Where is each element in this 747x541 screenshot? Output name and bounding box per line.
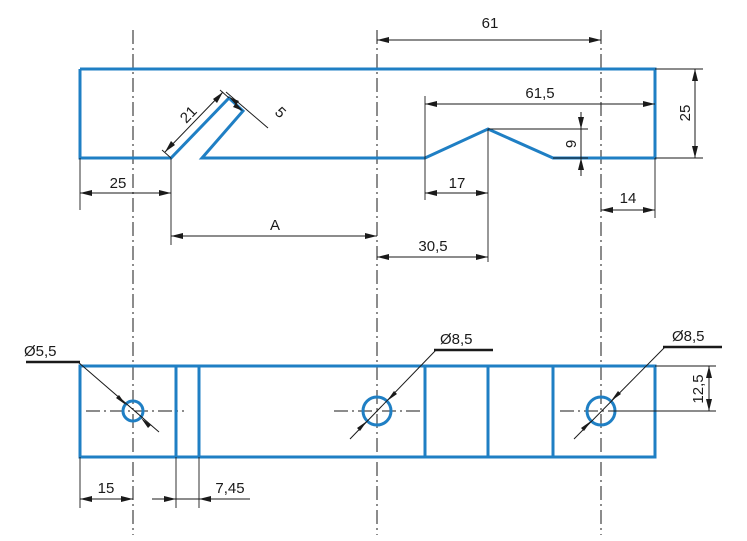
dim-61-label: 61 bbox=[482, 15, 499, 32]
dim-61-5-arrow-left bbox=[425, 101, 437, 107]
dim-30-5-arrow-right bbox=[476, 254, 488, 260]
dim-25-height-arrow-top bbox=[692, 69, 698, 81]
top-view-dimensions: 61 61,5 25 21 5 9 bbox=[79, 15, 703, 262]
dim-21-label: 21 bbox=[177, 103, 201, 127]
dim-7-45-label: 7,45 bbox=[215, 480, 244, 497]
dim-9-arrow-bottom bbox=[578, 158, 584, 170]
callout-right-arrow-a bbox=[611, 391, 621, 401]
dim-5-arrow-b bbox=[233, 103, 243, 111]
dim-12-5-arrow-bottom bbox=[706, 399, 712, 411]
dim-21-arrow-a bbox=[165, 141, 175, 152]
dim-21-ext-b bbox=[219, 89, 230, 99]
dim-7-45-arrow-right bbox=[199, 496, 211, 502]
dim-21-ext-a bbox=[161, 149, 172, 159]
dim-61-arrow-left bbox=[377, 37, 389, 43]
callout-middle-arrow-a bbox=[387, 391, 397, 401]
bottom-view-dimensions: 12,5 15 7,45 bbox=[79, 365, 716, 508]
callout-middle-label: Ø8,5 bbox=[440, 331, 473, 348]
dim-15-arrow-right bbox=[121, 496, 133, 502]
dim-25-left-label: 25 bbox=[110, 175, 127, 192]
dim-61-5-label: 61,5 bbox=[525, 85, 554, 102]
dim-30-5-arrow-left bbox=[377, 254, 389, 260]
callout-left-arrow-b bbox=[141, 418, 151, 428]
top-view-outline bbox=[78, 67, 657, 160]
dim-30-5-label: 30,5 bbox=[418, 238, 447, 255]
dim-14-arrow-right bbox=[643, 207, 655, 213]
dim-7-45-arrow-left bbox=[164, 496, 176, 502]
callout-middle-arrow-b bbox=[357, 421, 367, 431]
dim-25-height-arrow-bottom bbox=[692, 146, 698, 158]
callout-right-arrow-b bbox=[581, 421, 591, 431]
dim-A-arrow-right bbox=[365, 233, 377, 239]
dim-25-left-arrow-right bbox=[159, 190, 171, 196]
dim-61-5-arrow-right bbox=[643, 101, 655, 107]
dim-21-arrow-b bbox=[213, 92, 223, 103]
dim-12-5-arrow-top bbox=[706, 366, 712, 378]
dim-14-arrow-left bbox=[601, 207, 613, 213]
dim-5-line bbox=[225, 91, 269, 129]
dim-14-label: 14 bbox=[620, 190, 637, 207]
dim-9-arrow-top bbox=[578, 117, 584, 129]
callout-left-arrow-a bbox=[116, 395, 126, 405]
dim-9-label: 9 bbox=[563, 140, 580, 148]
dim-15-arrow-left bbox=[80, 496, 92, 502]
dim-A-arrow-left bbox=[171, 233, 183, 239]
dim-5-label: 5 bbox=[271, 104, 289, 122]
dim-61-arrow-right bbox=[589, 37, 601, 43]
dim-21-line bbox=[164, 91, 224, 153]
bottom-view-callouts: Ø5,5 Ø8,5 Ø8,5 bbox=[24, 328, 722, 440]
callout-left-label: Ø5,5 bbox=[24, 343, 57, 360]
dim-17-arrow-left bbox=[425, 190, 437, 196]
dim-25-left-arrow-left bbox=[80, 190, 92, 196]
center-lines bbox=[86, 30, 656, 535]
dim-17-arrow-right bbox=[476, 190, 488, 196]
callout-right-label: Ø8,5 bbox=[672, 328, 705, 345]
dim-15-label: 15 bbox=[98, 480, 115, 497]
hole-middle bbox=[361, 395, 393, 427]
top-view bbox=[78, 67, 657, 160]
dim-12-5-label: 12,5 bbox=[690, 374, 707, 403]
dim-17-label: 17 bbox=[449, 175, 466, 192]
dim-A-label: A bbox=[270, 217, 280, 234]
dim-5-arrow-a bbox=[229, 97, 239, 105]
bottom-view-outline bbox=[78, 364, 657, 459]
bottom-view bbox=[78, 364, 657, 459]
dim-25-height-label: 25 bbox=[677, 105, 694, 122]
hole-left bbox=[121, 399, 145, 423]
